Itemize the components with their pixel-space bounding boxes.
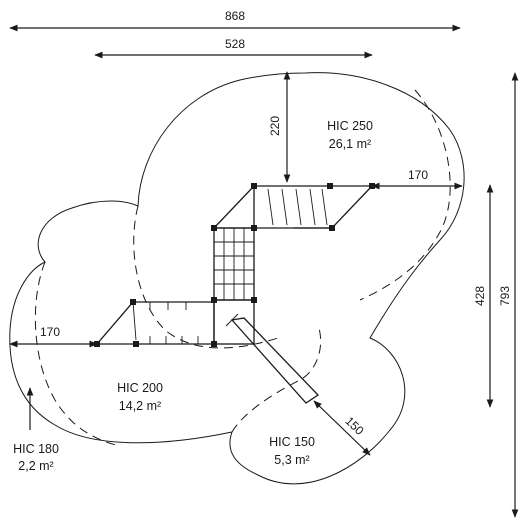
lower-platform-strut	[132, 301, 137, 341]
posts	[94, 183, 375, 347]
dim-label-left-offset: 170	[40, 325, 60, 339]
zone-label-hic200: HIC 200	[117, 381, 163, 395]
zone-area-hic200: 14,2 m²	[119, 399, 161, 413]
bridge-rung	[309, 188, 316, 226]
zone-boundary-hic180	[34, 261, 121, 447]
climbing-net-grid	[214, 228, 254, 300]
safety-zone-outline	[9, 72, 465, 485]
play-structure	[94, 183, 375, 404]
bridge-rung	[281, 188, 288, 226]
dim-label-slide-offset: 150	[342, 414, 366, 438]
zone-label-hic250: HIC 250	[327, 119, 373, 133]
slide-entry	[225, 313, 239, 327]
dim-label-right-offset: 170	[408, 168, 428, 182]
bridge-rung	[295, 188, 302, 226]
zone-area-hic150: 5,3 m²	[274, 453, 309, 467]
zone-boundary-hic150	[231, 324, 322, 433]
dim-label-upper-width: 528	[225, 37, 245, 51]
dim-label-top-offset: 220	[268, 116, 282, 136]
bridge-rung	[321, 188, 328, 226]
upper-right-platform	[294, 185, 374, 229]
dim-line-slide-offset	[313, 400, 371, 456]
zone-area-hic250: 26,1 m²	[329, 137, 371, 151]
dim-label-overall-width: 868	[225, 9, 245, 23]
zone-boundary-hic200	[133, 205, 279, 349]
dim-label-right-height-outer: 793	[498, 286, 512, 306]
slide	[230, 317, 320, 404]
dim-label-right-height-inner: 428	[473, 286, 487, 306]
upper-tower-platform	[212, 184, 255, 229]
lower-left-platform	[95, 301, 215, 345]
zone-boundary-hic250	[359, 89, 451, 301]
zone-area-hic180: 2,2 m²	[18, 459, 53, 473]
lower-bridge-rungs	[149, 302, 199, 344]
zone-label-hic150: HIC 150	[269, 435, 315, 449]
bridge-rung	[267, 188, 274, 226]
zone-label-hic180: HIC 180	[13, 442, 59, 456]
